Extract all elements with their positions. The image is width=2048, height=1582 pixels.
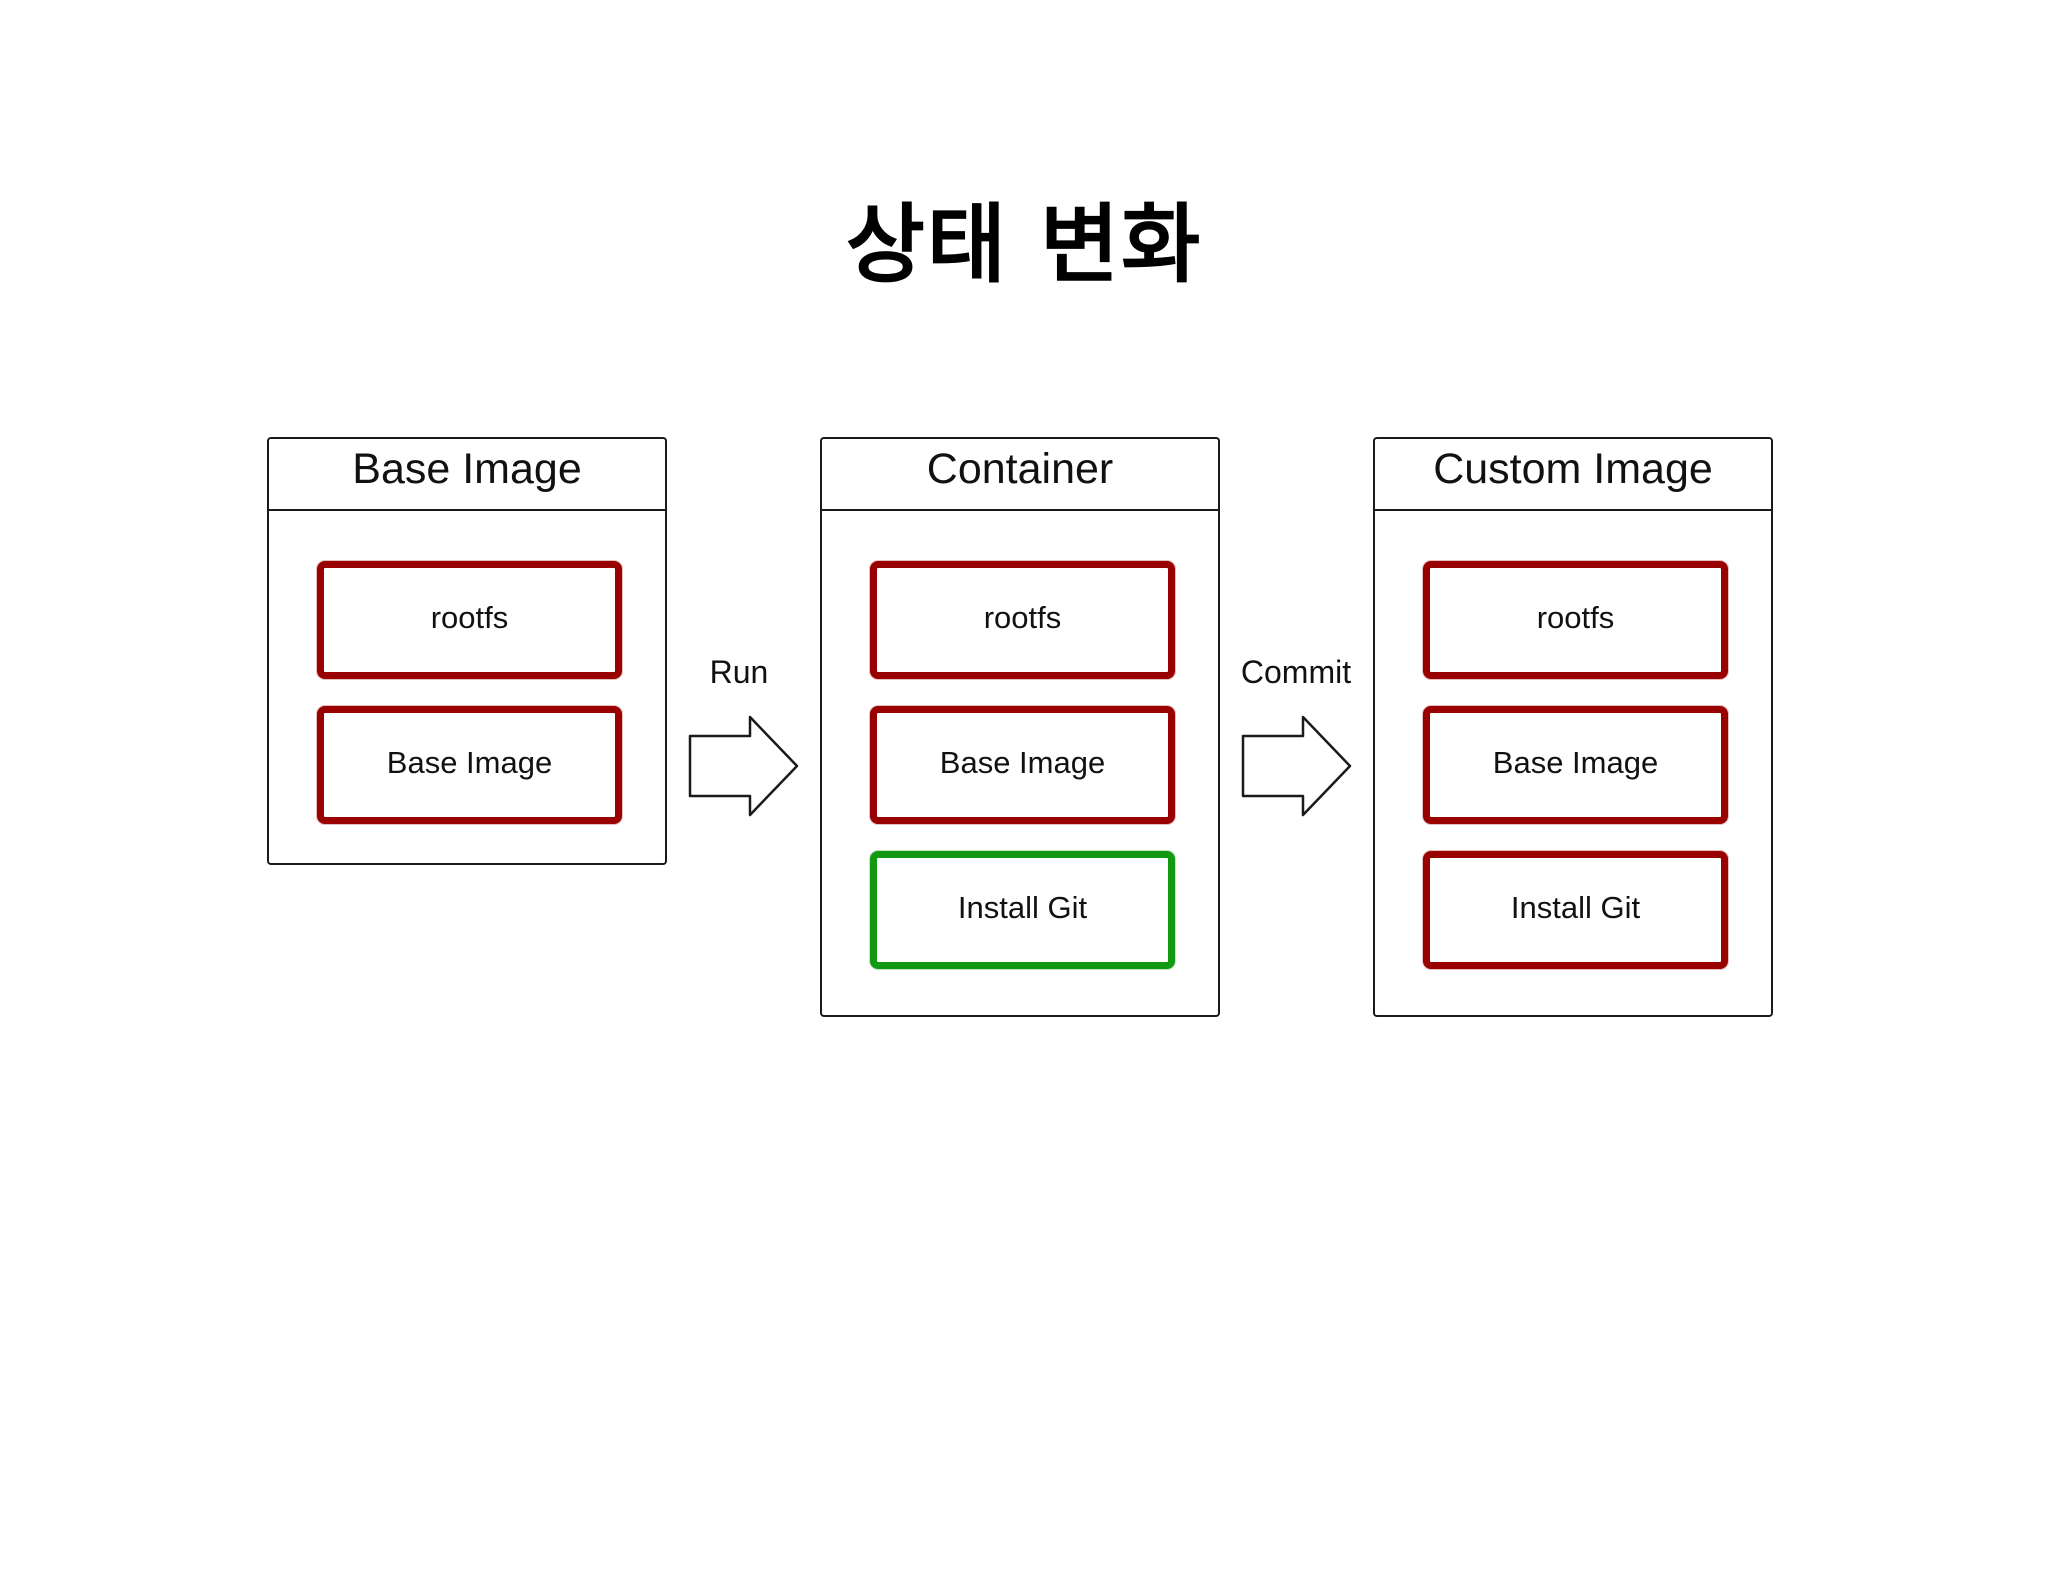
panel-title: Container xyxy=(822,439,1218,511)
panel-title: Custom Image xyxy=(1375,439,1771,511)
install-git-layer: Install Git xyxy=(870,851,1175,969)
custom-image-panel: Custom Image rootfs Base Image Install G… xyxy=(1373,437,1773,1017)
rootfs-layer: rootfs xyxy=(317,561,622,679)
container-panel: Container rootfs Base Image Install Git xyxy=(820,437,1220,1017)
panel-title: Base Image xyxy=(269,439,665,511)
run-label: Run xyxy=(709,654,769,690)
commit-label: Commit xyxy=(1240,654,1352,690)
rootfs-layer: rootfs xyxy=(1423,561,1728,679)
base-image-layer: Base Image xyxy=(870,706,1175,824)
install-git-layer: Install Git xyxy=(1423,851,1728,969)
diagram-title: 상태 변화 xyxy=(845,195,1203,295)
run-arrow-icon xyxy=(688,715,799,817)
base-image-panel: Base Image rootfs Base Image xyxy=(267,437,667,865)
base-image-layer: Base Image xyxy=(1423,706,1728,824)
rootfs-layer: rootfs xyxy=(870,561,1175,679)
commit-arrow-icon xyxy=(1241,715,1352,817)
base-image-layer: Base Image xyxy=(317,706,622,824)
